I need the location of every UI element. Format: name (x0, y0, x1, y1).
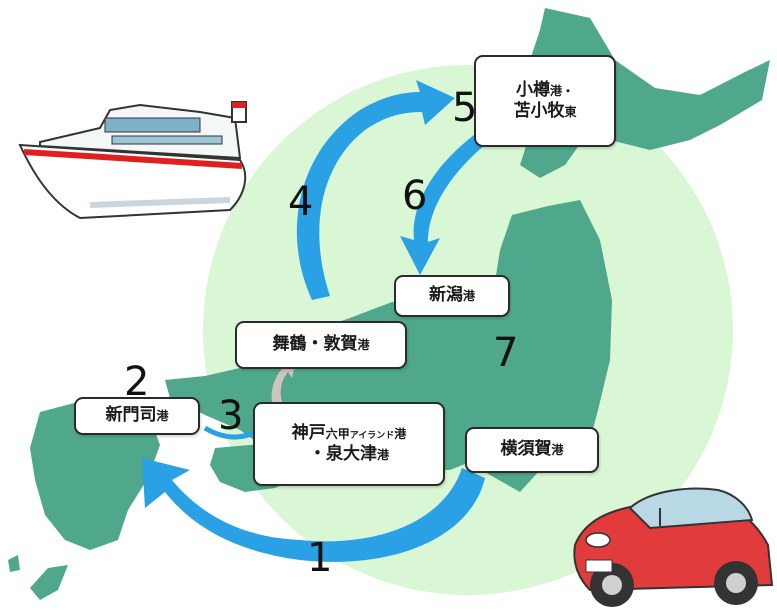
route-number-7: 7 (493, 330, 519, 376)
port-maizuru-tsuruga: 舞鶴・敦賀港 (235, 321, 407, 369)
ship-icon (18, 101, 247, 220)
route-number-5: 5 (452, 85, 478, 131)
port-niigata: 新潟港 (394, 275, 510, 317)
route-arrow-1 (142, 458, 485, 562)
island-land (8, 555, 20, 572)
route-arrow-4 (296, 80, 455, 300)
port-shinmoji-suffix: 港 (156, 409, 169, 424)
route-number-3: 3 (218, 393, 244, 439)
route-number-4: 4 (288, 179, 314, 225)
route-arrow-6 (400, 132, 486, 275)
port-otaru-suffix: 港・ (549, 83, 574, 98)
port-tomakomai-suffix: 東 (564, 105, 577, 119)
port-izumiotsu-suffix: 港 (376, 448, 389, 462)
connector-arrow (271, 360, 296, 402)
route-number-2: 2 (124, 359, 150, 405)
port-niigata-suffix: 港 (462, 289, 475, 304)
port-yokosuka: 横須賀港 (465, 427, 599, 473)
port-kobe-rokko: 六甲 (325, 426, 350, 441)
port-maizuru-name: 舞鶴・敦賀 (272, 334, 358, 355)
port-otaru-tomakomai: 小樽港・ 苫小牧東 (474, 55, 616, 147)
car-icon (573, 487, 774, 607)
port-yokosuka-suffix: 港 (551, 443, 564, 458)
route-number-1: 1 (307, 535, 333, 581)
port-kobe-izumiotsu: 神戸六甲アイランド港 ・泉大津港 (253, 402, 445, 486)
port-kobe-name: 神戸 (291, 422, 326, 443)
kyushu-land (30, 402, 160, 550)
port-kobe-island: アイランド (349, 430, 395, 441)
port-kobe-suffix: 港 (394, 426, 407, 441)
port-niigata-name: 新潟 (428, 285, 463, 306)
port-shinmoji: 新門司港 (74, 397, 200, 435)
route-number-6: 6 (402, 173, 428, 219)
port-shinmoji-name: 新門司 (105, 405, 157, 426)
port-otaru-name: 小樽 (515, 79, 550, 100)
port-maizuru-suffix: 港 (357, 338, 370, 353)
port-yokosuka-name: 横須賀 (500, 439, 552, 460)
port-izumiotsu-name: ・泉大津 (308, 444, 377, 464)
island-land (30, 565, 68, 600)
port-tomakomai-name: 苫小牧 (513, 101, 565, 121)
